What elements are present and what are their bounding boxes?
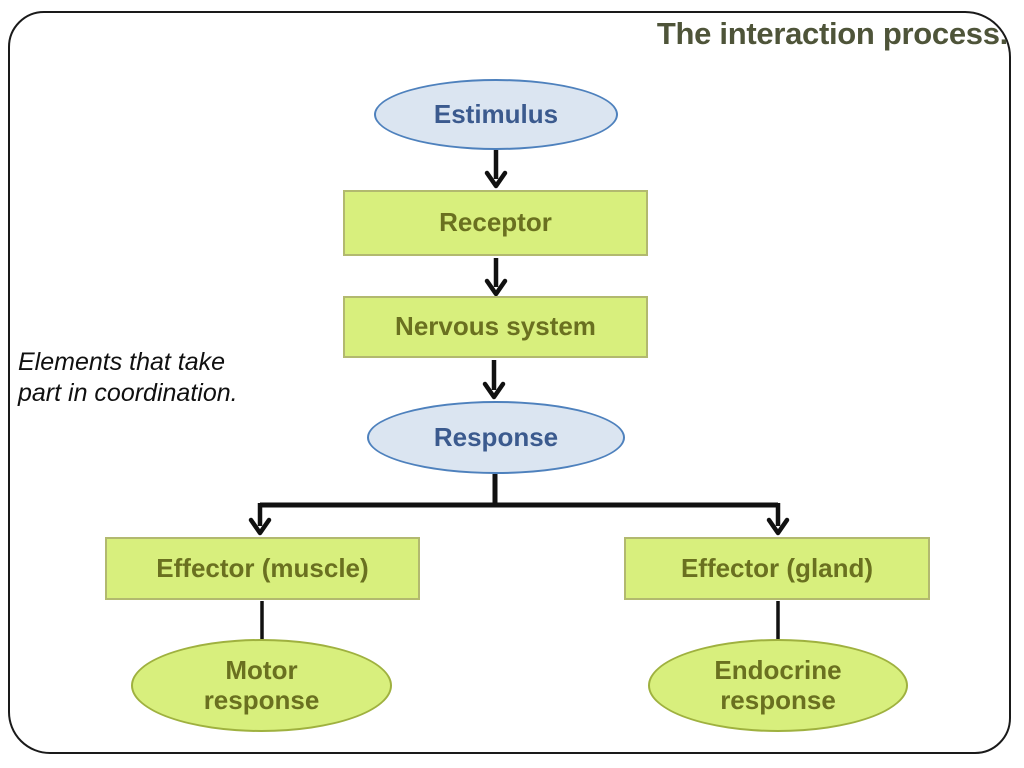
node-endocrine-response-line2: response (720, 684, 836, 715)
caption-line-1: Elements that take (18, 348, 226, 376)
node-motor-response-line2: response (203, 684, 320, 715)
node-effector-muscle-label: Effector (muscle) (156, 552, 369, 583)
caption-line-2: part in coordination. (18, 379, 238, 407)
node-effector-muscle: Effector (muscle) (105, 537, 420, 600)
side-caption: Elements that take part in coordination. (18, 347, 238, 409)
node-receptor: Receptor (343, 190, 648, 256)
node-nervous-system: Nervous system (343, 296, 648, 358)
node-nervous-system-label: Nervous system (395, 311, 596, 342)
node-endocrine-response-line1: Endocrine (714, 654, 842, 685)
node-motor-response: Motor response (131, 639, 392, 732)
slide-title: The interaction process. (656, 16, 1008, 51)
node-response-label: Response (433, 421, 559, 452)
node-estimulus: Estimulus (374, 79, 618, 150)
node-effector-gland-label: Effector (gland) (680, 552, 874, 583)
node-response: Response (367, 401, 625, 474)
node-effector-gland: Effector (gland) (624, 537, 930, 600)
node-receptor-label: Receptor (439, 207, 552, 238)
node-endocrine-response: Endocrine response (648, 639, 908, 732)
slide-border (8, 11, 1011, 754)
node-estimulus-label: Estimulus (433, 98, 559, 129)
node-motor-response-line1: Motor (225, 654, 298, 685)
